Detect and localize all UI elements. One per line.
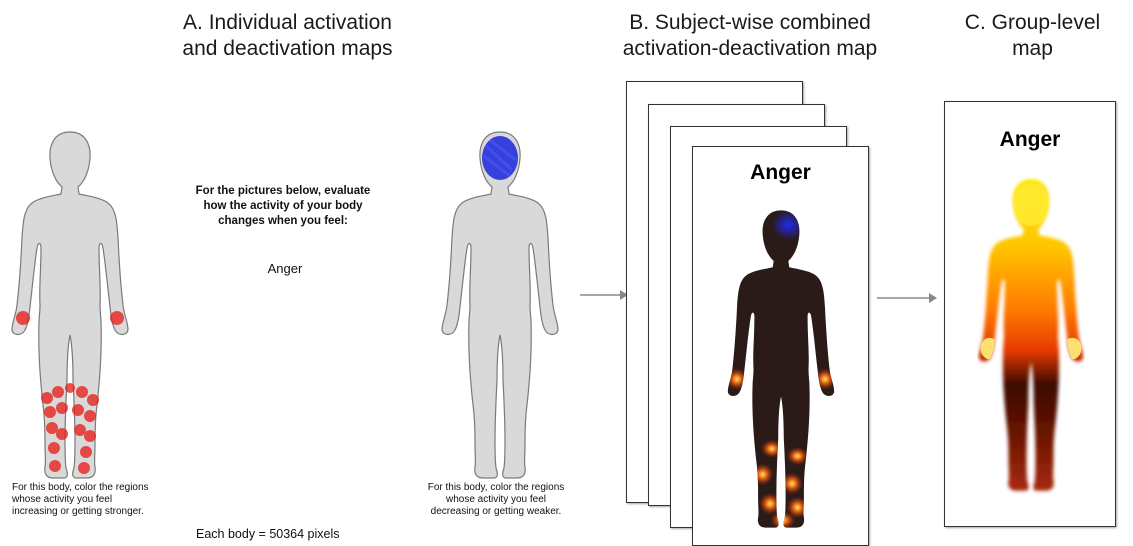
activation-body-figure <box>10 130 130 480</box>
survey-prompt: For the pictures below, evaluate how the… <box>168 184 398 229</box>
activation-caption-line1: For this body, color the regions <box>12 482 149 494</box>
panel-c-title-line2: map <box>950 36 1115 62</box>
group-map-title: Anger <box>945 128 1115 152</box>
prompt-line3: changes when you feel: <box>168 214 398 229</box>
arrow-b-to-c <box>877 291 939 305</box>
group-map-card: Anger <box>944 101 1116 527</box>
group-map-body <box>977 160 1085 510</box>
deactivation-caption: For this body, color the regions whose a… <box>421 482 571 518</box>
pixel-count-note: Each body = 50364 pixels <box>196 527 340 541</box>
prompt-line1: For the pictures below, evaluate <box>168 184 398 199</box>
panel-c-title: C. Group-level map <box>950 10 1115 62</box>
subject-map-body <box>726 194 836 544</box>
activation-caption-line2: whose activity you feel <box>12 494 149 506</box>
panel-a-title-line2: and deactivation maps <box>160 36 415 62</box>
prompt-line2: how the activity of your body <box>168 199 398 214</box>
panel-c-title-line1: C. Group-level <box>950 10 1115 36</box>
subject-map-title: Anger <box>693 161 868 185</box>
deactivation-body-figure <box>440 130 560 480</box>
arrow-a-to-b <box>580 288 630 302</box>
emotion-label: Anger <box>255 261 315 276</box>
panel-b-title-line2: activation-deactivation map <box>590 36 910 62</box>
deactivation-caption-line2: whose activity you feel <box>421 494 571 506</box>
activation-caption-line3: increasing or getting stronger. <box>12 506 149 518</box>
panel-a-title-line1: A. Individual activation <box>160 10 415 36</box>
panel-b-title: B. Subject-wise combined activation-deac… <box>590 10 910 62</box>
deactivation-caption-line1: For this body, color the regions <box>421 482 571 494</box>
deactivation-caption-line3: decreasing or getting weaker. <box>421 506 571 518</box>
deactivation-strokes <box>482 136 518 180</box>
panel-b-title-line1: B. Subject-wise combined <box>590 10 910 36</box>
subject-map-card-front: Anger <box>692 146 869 546</box>
panel-a-title: A. Individual activation and deactivatio… <box>160 10 415 62</box>
activation-caption: For this body, color the regions whose a… <box>12 482 149 518</box>
